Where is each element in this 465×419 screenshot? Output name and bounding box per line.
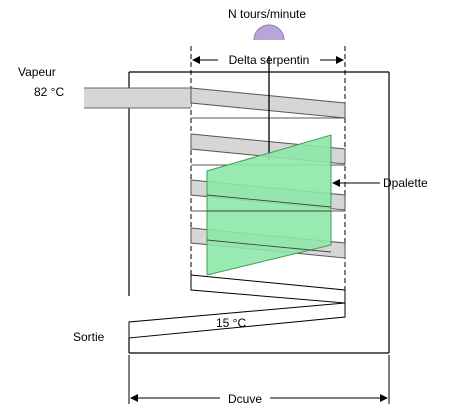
tank-diameter-label: Dcuve bbox=[228, 392, 262, 406]
tank bbox=[128, 71, 390, 354]
outlet-temp-label: 15 °C bbox=[216, 316, 246, 330]
coil-over-paddle bbox=[206, 194, 332, 253]
speed-label: N tours/minute bbox=[228, 7, 306, 21]
coil-width-label: Delta serpentin bbox=[229, 53, 310, 67]
outlet-label: Sortie bbox=[73, 330, 105, 344]
steam-temp-label: 82 °C bbox=[34, 85, 64, 99]
coil-return bbox=[128, 274, 346, 339]
steam-inlet-pipe bbox=[84, 87, 191, 109]
tank-diameter-dimension bbox=[128, 355, 390, 404]
paddle-diameter-label: Dpalette bbox=[383, 176, 428, 190]
steam-label: Vapeur bbox=[18, 65, 56, 79]
